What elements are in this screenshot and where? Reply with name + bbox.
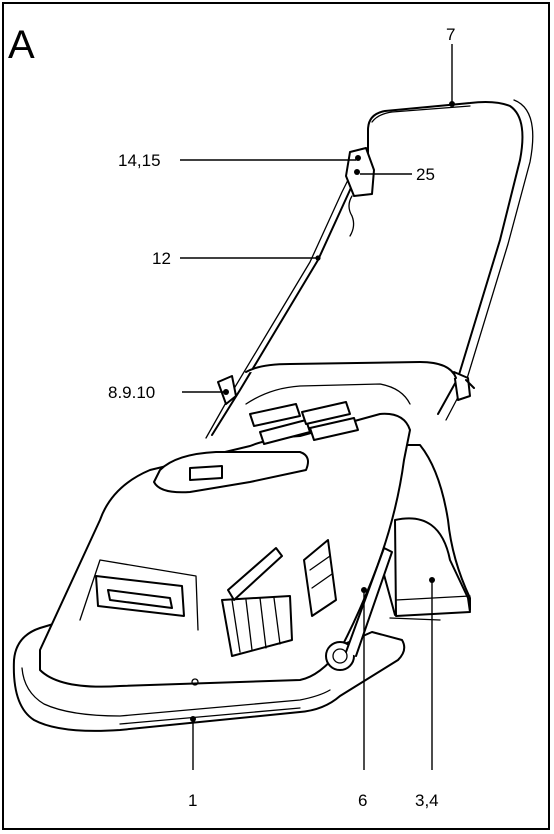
callout-12: 12: [152, 249, 171, 268]
callout-25: 25: [416, 165, 435, 184]
mower-body-drawing: [12, 383, 435, 732]
callout-14-15: 14,15: [118, 151, 161, 170]
callout-lines: [180, 44, 455, 770]
callout-1: 1: [188, 791, 197, 810]
callout-3-4: 3,4: [415, 791, 439, 810]
handle-drawing: [205, 99, 534, 439]
callout-6: 6: [358, 791, 367, 810]
callout-8-9-10: 8.9.10: [108, 383, 155, 402]
figure-letter: A: [8, 23, 35, 67]
callout-7: 7: [446, 25, 455, 44]
